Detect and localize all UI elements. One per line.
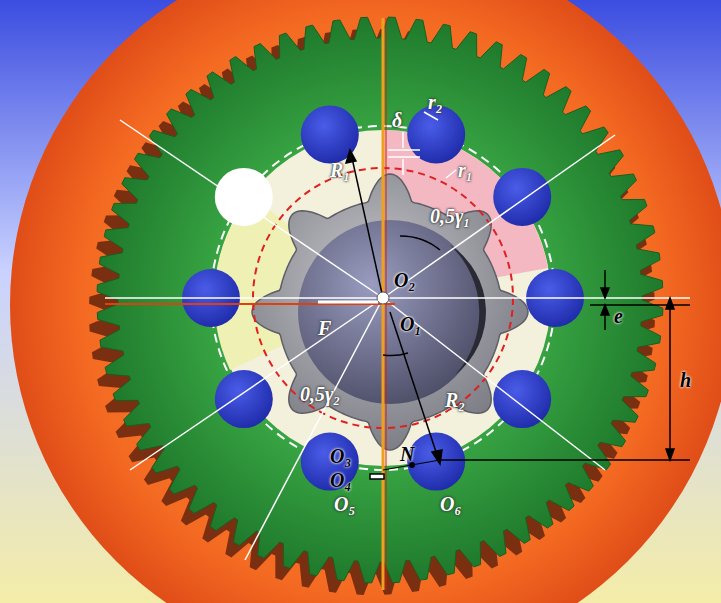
symbol-label: δ: [392, 110, 402, 130]
ball: [493, 168, 551, 226]
symbol-label: O₂: [394, 270, 415, 290]
symbol-label: h: [680, 370, 691, 390]
ball: [301, 433, 359, 491]
ball: [493, 370, 551, 428]
symbol-label: R₂: [445, 390, 465, 410]
center-line-vertical-red: [386, 18, 387, 590]
hub-shade: [450, 245, 486, 375]
symbol-label: R₁: [330, 160, 350, 180]
force-line: [318, 301, 378, 304]
gear-face: [97, 17, 663, 583]
symbol-label: O₄: [330, 470, 351, 490]
construction-lines: [105, 120, 690, 560]
ball: [407, 433, 465, 491]
symbol-label: O₁: [400, 314, 421, 334]
symbol-label: O₆: [440, 494, 461, 514]
symbol-label: O₃: [330, 446, 351, 466]
center-line-horizontal: [105, 303, 395, 305]
symbol-label: 0,5γ₂: [300, 384, 340, 404]
symbol-label: r₁: [458, 160, 473, 180]
ball: [407, 105, 465, 163]
symbol-label: F: [318, 318, 331, 338]
symbol-label: 0,5γ₁: [430, 206, 470, 226]
symbol-label: e: [614, 306, 623, 326]
symbol-label: r₂: [428, 92, 443, 112]
symbol-label: N: [400, 444, 414, 464]
symbol-label: O₅: [334, 494, 355, 514]
ball: [301, 105, 359, 163]
center-o2: [377, 292, 389, 304]
dimension-lines: [346, 112, 690, 479]
housing-disk: [10, 0, 721, 603]
